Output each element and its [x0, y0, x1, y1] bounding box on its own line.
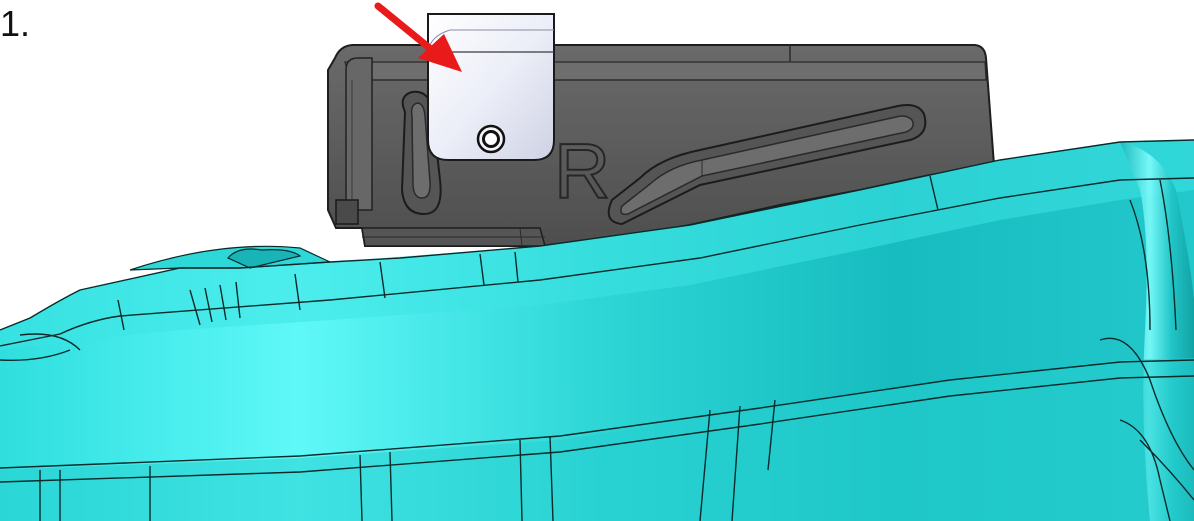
- red-arrow-icon: [374, 2, 462, 72]
- white-clip: [427, 13, 555, 161]
- engraved-letter: R: [554, 127, 610, 215]
- teal-panel: [0, 139, 1194, 521]
- step-number-label: 1.: [0, 3, 31, 44]
